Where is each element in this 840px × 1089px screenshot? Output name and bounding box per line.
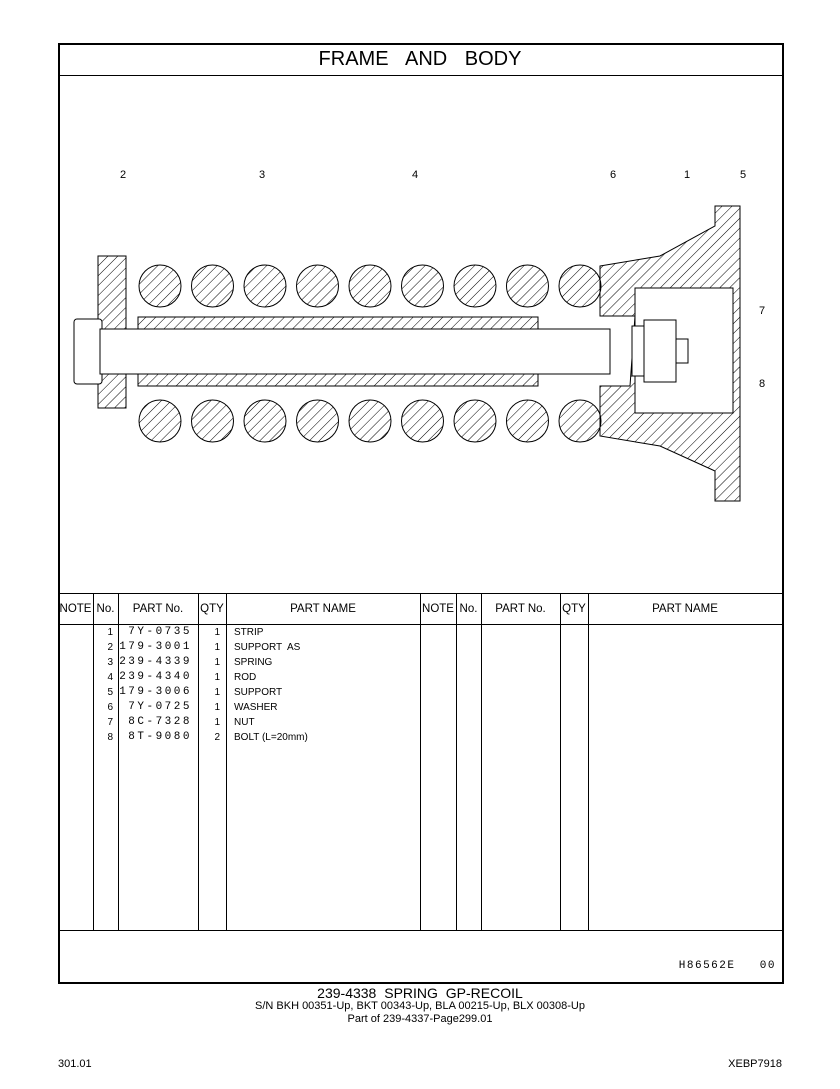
callout-7: 7: [759, 305, 766, 317]
part-name: ROD: [234, 672, 257, 683]
column-header: PART No.: [132, 603, 184, 615]
part-name: STRIP: [234, 627, 264, 638]
part-number: 7Y-0735: [128, 626, 192, 638]
column-header: QTY: [562, 603, 586, 615]
item-number: 4: [107, 672, 113, 683]
spring-coil: [191, 399, 234, 443]
item-number: 7: [107, 717, 113, 728]
part-number: 179-3001: [119, 641, 192, 653]
column-divider: [560, 593, 561, 930]
spring-coil: [453, 399, 497, 443]
quantity: 1: [214, 657, 220, 668]
quantity: 1: [214, 627, 220, 638]
quantity: 2: [214, 732, 220, 743]
spring-coil: [401, 264, 444, 308]
part-number: 8T-9080: [128, 731, 192, 743]
item-number: 5: [107, 687, 113, 698]
table-bottom-border: [58, 930, 782, 931]
page-number: 301.01: [58, 1058, 92, 1070]
rod: [99, 328, 611, 375]
spring-coil: [138, 264, 182, 308]
item-number: 2: [107, 642, 113, 653]
part-number: 179-3006: [119, 686, 192, 698]
spring-coil: [296, 264, 339, 308]
assembly-heading: 239-4338 SPRING GP-RECOIL: [317, 985, 523, 1001]
spring-coil: [138, 399, 182, 443]
part-name: SUPPORT: [234, 687, 283, 698]
quantity: 1: [214, 687, 220, 698]
part-name: BOLT (L=20mm): [234, 732, 308, 743]
quantity: 1: [214, 672, 220, 683]
recoil-spring-drawing: [73, 205, 741, 502]
quantity: 1: [214, 702, 220, 713]
callout-4: 4: [412, 169, 419, 181]
callout-6: 6: [610, 169, 617, 181]
spring-coil: [506, 399, 549, 443]
spring-coil: [191, 264, 234, 308]
column-header: NOTE: [59, 603, 92, 615]
spring-coil: [243, 399, 287, 443]
spring-coil: [348, 399, 392, 443]
page-title: FRAME AND BODY: [58, 43, 782, 76]
callout-5: 5: [740, 169, 747, 181]
spring-coil: [453, 264, 497, 308]
spring-coil: [348, 264, 392, 308]
page-frame: [58, 43, 784, 984]
column-divider: [93, 593, 94, 930]
part-number: 7Y-0725: [128, 701, 192, 713]
callout-3: 3: [259, 169, 266, 181]
column-header: NOTE: [422, 603, 454, 615]
item-number: 6: [107, 702, 113, 713]
spring-coil: [558, 264, 602, 308]
column-header: QTY: [200, 603, 224, 615]
column-divider: [588, 593, 589, 930]
item-number: 3: [107, 657, 113, 668]
serial-numbers: S/N BKH 00351-Up, BKT 00343-Up, BLA 0021…: [255, 1000, 585, 1012]
callout-2: 2: [120, 169, 127, 181]
quantity: 1: [214, 717, 220, 728]
part-name: WASHER: [234, 702, 278, 713]
spring-coil: [296, 399, 339, 443]
column-divider: [420, 593, 421, 930]
document-id: XEBP7918: [728, 1058, 782, 1070]
parent-reference: Part of 239-4337-Page299.01: [347, 1013, 493, 1025]
part-number: 239-4340: [119, 671, 192, 683]
column-header: PART NAME: [652, 603, 718, 615]
item-number: 1: [107, 627, 113, 638]
column-divider: [481, 593, 482, 930]
column-header: No.: [459, 603, 478, 615]
column-header: No.: [96, 603, 115, 615]
column-divider: [118, 593, 119, 930]
part-name: SUPPORT AS: [234, 642, 301, 653]
part-name: NUT: [234, 717, 255, 728]
column-header: PART NAME: [290, 603, 356, 615]
illustration-id: H86562E 00: [678, 960, 776, 972]
spring-coil: [558, 399, 602, 443]
spring-coil: [401, 399, 444, 443]
column-divider: [198, 593, 199, 930]
exploded-diagram: 2 3 4 6 1 5 7 8: [60, 76, 780, 593]
column-divider: [226, 593, 227, 930]
column-divider: [456, 593, 457, 930]
part-number: 8C-7328: [128, 716, 192, 728]
quantity: 1: [214, 642, 220, 653]
part-name: SPRING: [234, 657, 273, 668]
part-number: 239-4339: [119, 656, 192, 668]
spring-coil: [243, 264, 287, 308]
callout-1: 1: [684, 169, 691, 181]
spring-coil: [506, 264, 549, 308]
item-number: 8: [107, 732, 113, 743]
callout-8: 8: [759, 378, 766, 390]
column-header: PART No.: [495, 603, 546, 615]
